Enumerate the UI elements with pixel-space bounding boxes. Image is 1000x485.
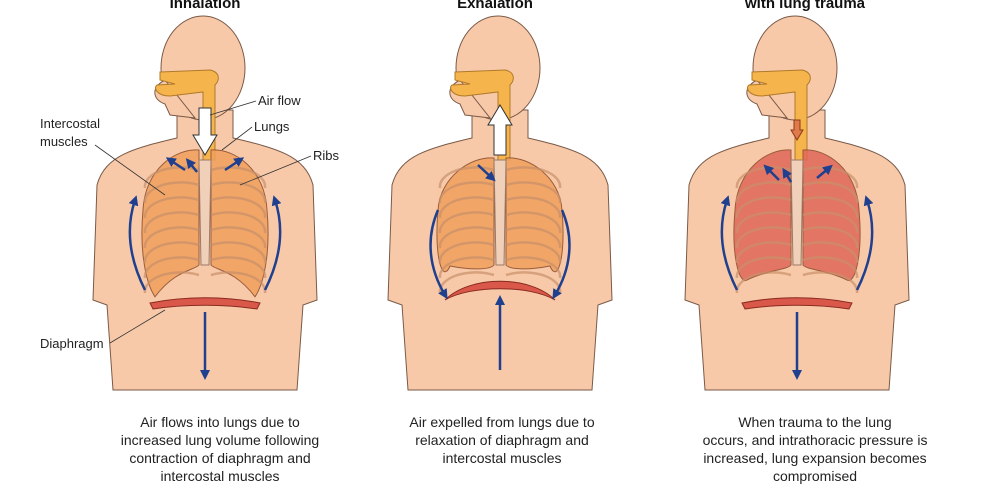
title-inhalation: Inhalation: [169, 0, 241, 12]
rib: [438, 226, 495, 249]
label-ribs: Ribs: [313, 148, 340, 163]
label-air-flow: Air flow: [258, 93, 301, 108]
leader-line: [239, 155, 312, 186]
caption-line: relaxation of diaphragm and: [415, 432, 589, 448]
caption-line: contraction of diaphragm and: [129, 450, 311, 466]
rib: [438, 181, 495, 204]
movement-arrow-icon: [165, 157, 186, 172]
rib: [505, 166, 562, 189]
rib: [210, 211, 267, 234]
rib: [143, 181, 200, 204]
diaphragm: [149, 297, 261, 310]
airway: [450, 69, 514, 161]
rib: [735, 226, 792, 249]
rib: [505, 241, 562, 264]
rib: [735, 256, 792, 279]
movement-arrow-icon: [552, 209, 571, 300]
rib: [438, 196, 495, 219]
airway: [747, 69, 811, 161]
figure-exhale: [387, 15, 613, 391]
caption-lung-trauma: When trauma to the lung occurs, and intr…: [695, 413, 935, 485]
rib: [210, 256, 267, 279]
caption-line: When trauma to the lung: [738, 414, 892, 430]
movement-arrow-icon: [816, 164, 833, 179]
rib: [505, 196, 562, 219]
rib: [505, 211, 562, 234]
movement-arrow-icon: [855, 195, 874, 291]
rib: [438, 211, 495, 234]
rib: [802, 256, 859, 279]
rib: [210, 166, 267, 189]
rib: [143, 226, 200, 249]
leader-line: [94, 144, 166, 196]
label-intercostal: Intercostal: [40, 116, 100, 131]
rib: [802, 166, 859, 189]
rib: [210, 181, 267, 204]
diaphragm: [741, 297, 853, 310]
caption-exhalation: Air expelled from lungs due to relaxatio…: [382, 413, 622, 467]
caption-line: compromised: [772, 468, 858, 484]
caption-line: intercostal muscles: [160, 468, 280, 484]
caption-line: occurs, and intrathoracic pressure is: [702, 432, 928, 448]
movement-arrow-icon: [429, 209, 448, 300]
title-exhalation: Exhalation: [457, 0, 533, 12]
rib: [735, 196, 792, 219]
label-diaphragm: Diaphragm: [40, 336, 104, 351]
movement-arrow-icon: [128, 195, 147, 291]
rib: [143, 211, 200, 234]
caption-line: increased lung volume following: [120, 432, 320, 448]
caption-line: intercostal muscles: [442, 450, 562, 466]
label-muscles: muscles: [40, 134, 88, 149]
rib: [802, 211, 859, 234]
rib: [802, 196, 859, 219]
rib: [210, 196, 267, 219]
title-lung-trauma: with lung trauma: [745, 0, 865, 12]
label-lungs: Lungs: [254, 119, 290, 134]
rib: [438, 166, 495, 189]
caption-line: increased, lung expansion becomes: [703, 450, 927, 466]
rib: [735, 241, 792, 264]
movement-arrow-icon: [477, 164, 496, 182]
rib: [505, 181, 562, 204]
movement-arrow-icon: [224, 157, 245, 172]
figure-inhale: [92, 15, 318, 391]
movement-arrow-icon: [763, 164, 780, 181]
movement-arrow-icon: [263, 195, 282, 291]
caption-line: Air expelled from lungs due to: [409, 414, 595, 430]
leader-line: [209, 100, 257, 116]
airway: [155, 69, 219, 161]
rib: [505, 256, 562, 279]
rib: [210, 226, 267, 249]
rib: [735, 211, 792, 234]
rib: [143, 196, 200, 219]
movement-arrow-icon: [185, 158, 198, 173]
rib: [735, 181, 792, 204]
rib: [802, 241, 859, 264]
rib: [210, 241, 267, 264]
rib: [802, 226, 859, 249]
rib: [802, 181, 859, 204]
air-flow-in-arrow-icon: [192, 107, 218, 156]
rib: [438, 256, 495, 279]
rib: [505, 226, 562, 249]
caption-inhalation: Air flows into lungs due to increased lu…: [100, 413, 340, 485]
movement-arrow-icon: [782, 167, 793, 183]
diaphragm: [444, 280, 556, 301]
sternum: [493, 159, 507, 266]
rib: [143, 256, 200, 279]
sternum: [790, 159, 804, 266]
rib: [438, 241, 495, 264]
rib: [143, 241, 200, 264]
air-flow-reduced-arrow-icon: [790, 119, 804, 141]
leader-line: [221, 126, 253, 151]
leader-line: [109, 309, 166, 344]
air-flow-out-arrow-icon: [487, 104, 513, 156]
sternum: [198, 159, 212, 266]
figure-trauma: [684, 15, 910, 391]
movement-arrow-icon: [720, 195, 739, 291]
caption-line: Air flows into lungs due to: [140, 414, 300, 430]
